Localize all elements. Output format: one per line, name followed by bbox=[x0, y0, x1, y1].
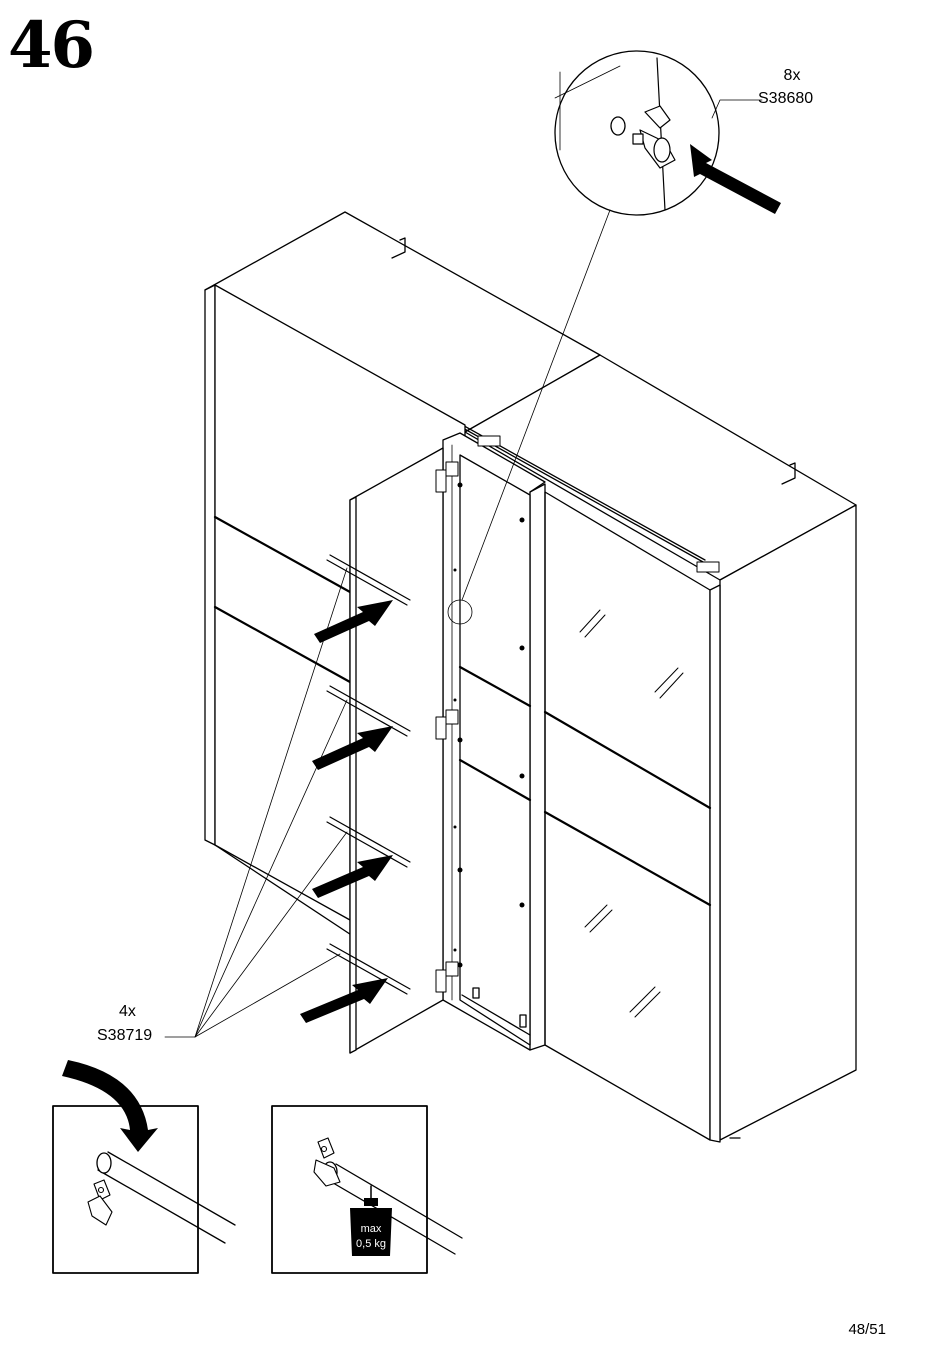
weight-max-text: max bbox=[361, 1223, 382, 1235]
weight-value-text: 0,5 kg bbox=[356, 1238, 386, 1250]
right-sliding-door bbox=[545, 492, 720, 1142]
hinged-door bbox=[350, 448, 458, 1053]
callout-top-quantity: 8x bbox=[780, 67, 804, 85]
step-number: 46 bbox=[8, 14, 93, 78]
callout-left-part-code: S38719 bbox=[97, 1027, 152, 1045]
page-number: 48/51 bbox=[848, 1321, 886, 1338]
right-side-panel bbox=[720, 505, 856, 1140]
detail-box-weight-limit bbox=[272, 1106, 427, 1273]
callout-left-quantity: 4x bbox=[119, 1003, 136, 1021]
callout-top-part-code: S38680 bbox=[758, 90, 813, 108]
